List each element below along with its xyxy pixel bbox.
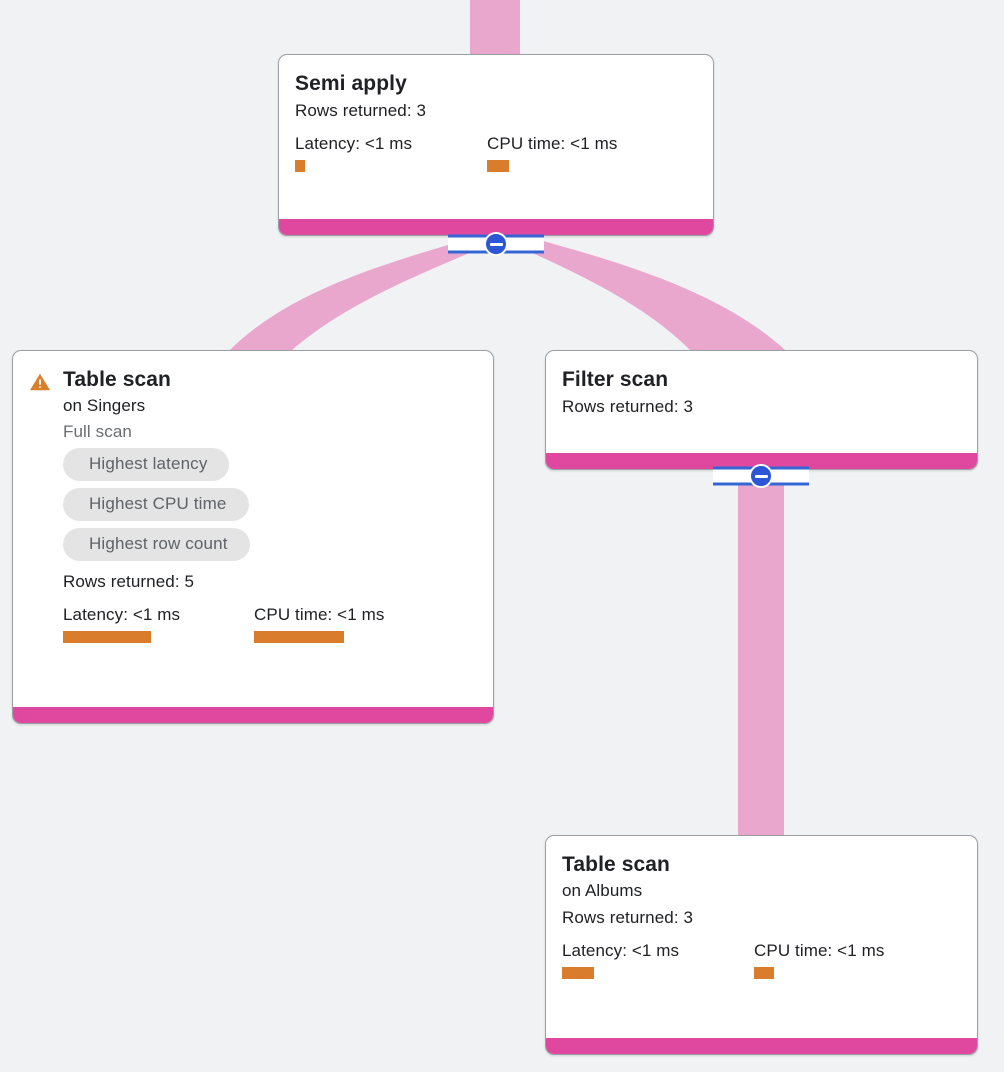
badge-highest-latency: Highest latency [63,448,230,481]
node-table-scan-singers-body: Table scan on Singers Full scan Highest … [13,351,493,657]
rows-returned: Rows returned: 3 [562,397,694,416]
edge-filter-scan-to-table-scan-albums [738,470,784,862]
minus-glyph [754,474,768,478]
rows-returned: Rows returned: 3 [295,101,427,120]
latency-label: Latency: <1 ms [295,134,413,153]
rows-returned: Rows returned: 5 [63,572,195,591]
rows-returned: Rows returned: 3 [562,908,694,927]
node-filter-scan-body: Filter scan Rows returned: 3 [546,351,977,434]
badge-highest-row-count: Highest row count [63,528,250,561]
latency-metric: Latency: <1 ms [63,604,254,643]
minus-circle-icon[interactable] [484,232,508,256]
collapse-toggle-semi-apply[interactable] [448,231,544,257]
node-table-scan-singers-metrics: Latency: <1 ms CPU time: <1 ms [63,604,384,643]
cpu-bar [254,631,344,643]
scan-type: Full scan [63,422,132,441]
node-table-scan-albums-metrics: Latency: <1 ms CPU time: <1 ms [562,940,961,979]
latency-metric: Latency: <1 ms [562,940,754,979]
edge-root-to-semi-apply [470,0,520,58]
latency-bar [295,160,305,172]
node-footer-bar [546,453,977,469]
cpu-label: CPU time: <1 ms [754,941,885,960]
node-title: Table scan [562,853,670,876]
node-table-scan-singers-title-row: Table scan on Singers Full scan Highest … [29,367,477,643]
node-subtitle: on Albums [562,881,643,900]
collapse-toggle-filter-scan[interactable] [713,463,809,489]
node-title: Semi apply [295,72,407,95]
node-filter-scan[interactable]: Filter scan Rows returned: 3 [545,350,978,470]
latency-label: Latency: <1 ms [562,941,680,960]
node-semi-apply[interactable]: Semi apply Rows returned: 3 Latency: <1 … [278,54,714,236]
node-table-scan-singers[interactable]: Table scan on Singers Full scan Highest … [12,350,494,724]
node-footer-bar [13,707,493,723]
cpu-bar [754,967,774,979]
node-title: Table scan [63,368,171,391]
cpu-label: CPU time: <1 ms [487,134,618,153]
node-semi-apply-title-row: Semi apply [295,71,697,97]
highlight-badges: Highest latency Highest CPU time Highest… [63,448,384,561]
node-subtitle: on Singers [63,396,146,415]
node-semi-apply-body: Semi apply Rows returned: 3 Latency: <1 … [279,55,713,186]
minus-glyph [489,242,503,246]
latency-metric: Latency: <1 ms [295,133,487,172]
warning-triangle-icon [29,373,51,391]
node-semi-apply-metrics: Latency: <1 ms CPU time: <1 ms [295,133,697,172]
cpu-metric: CPU time: <1 ms [487,133,617,172]
cpu-bar [487,160,509,172]
minus-circle-icon[interactable] [749,464,773,488]
node-footer-bar [546,1038,977,1054]
badge-highest-cpu-time: Highest CPU time [63,488,249,521]
node-footer-bar [279,219,713,235]
node-table-scan-albums[interactable]: Table scan on Albums Rows returned: 3 La… [545,835,978,1055]
latency-bar [63,631,151,643]
latency-label: Latency: <1 ms [63,605,181,624]
latency-bar [562,967,594,979]
node-table-scan-albums-body: Table scan on Albums Rows returned: 3 La… [546,836,977,993]
cpu-label: CPU time: <1 ms [254,605,385,624]
node-title: Filter scan [562,368,669,391]
cpu-metric: CPU time: <1 ms [754,940,884,979]
cpu-metric: CPU time: <1 ms [254,604,384,643]
node-table-scan-singers-text: Table scan on Singers Full scan Highest … [63,367,384,643]
